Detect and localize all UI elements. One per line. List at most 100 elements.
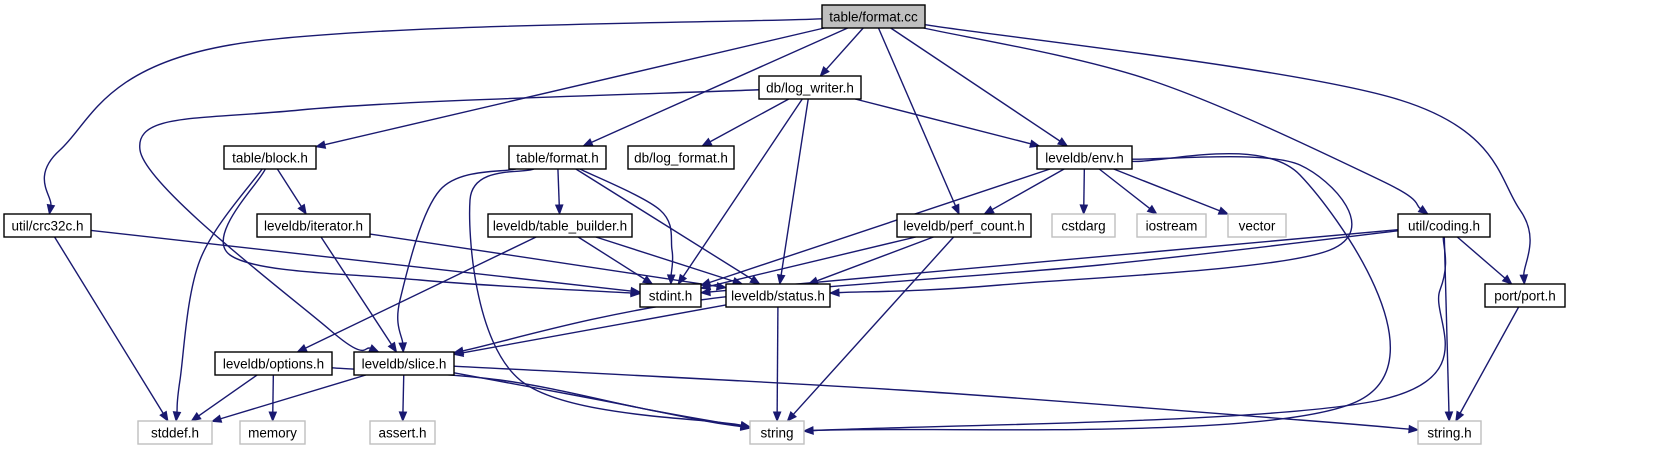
edge-util-coding-h-to-stdint-h [699,228,1399,297]
edge-layer [43,18,1531,435]
node-box [639,283,702,308]
edge-leveldb-slice-h-to-string-h [453,365,1420,434]
edge-leveldb-status-h-to-string [772,306,782,423]
arrowhead-icon [398,342,408,354]
node-leveldb-options-h[interactable]: leveldb/options.h [214,351,333,376]
node-box [1397,213,1491,238]
node-util-crc32c-h[interactable]: util/crc32c.h [3,213,92,238]
node-box [1051,213,1116,238]
node-label: leveldb/iterator.h [264,219,363,234]
arrowhead-icon [749,275,761,285]
edge-line [220,374,367,420]
edge-util-coding-h-to-leveldb-slice-h [452,230,1399,356]
edge-line [222,168,632,294]
edge-table-format-h-to-leveldb-table-builder-h [554,168,564,216]
edge-leveldb-slice-h-to-string [453,372,752,431]
edge-line [198,374,258,417]
edge-line [923,27,1421,210]
edge-line [709,236,916,287]
edge-leveldb-env-h-to-string [802,152,1392,435]
arrowhead-icon [641,275,654,285]
edge-table-format-cc-to-table-block-h [314,27,825,149]
node-leveldb-perf-count-h[interactable]: leveldb/perf_count.h [896,213,1032,238]
node-label: util/coding.h [1408,219,1480,234]
edge-line [591,27,849,143]
arrowhead-icon [172,411,182,423]
node-label: string.h [1427,426,1471,441]
node-leveldb-table-builder-h[interactable]: leveldb/table_builder.h [487,213,633,238]
node-label: leveldb/status.h [731,289,825,304]
edge-line [1459,306,1520,414]
edge-table-format-h-to-leveldb-status-h [575,168,761,285]
node-table-block-h[interactable]: table/block.h [223,145,317,170]
node-label: db/log_writer.h [766,81,854,96]
node-leveldb-status-h[interactable]: leveldb/status.h [725,283,831,308]
edge-db-log-writer-h-to-leveldb-env-h [854,98,1041,148]
arrowhead-icon [297,203,307,216]
edge-leveldb-env-h-to-cstdarg [1079,168,1089,216]
node-box [137,420,213,445]
node-leveldb-slice-h[interactable]: leveldb/slice.h [353,351,455,376]
edge-line [838,155,1353,294]
node-stdint-h[interactable]: stdint.h [639,283,702,308]
arrowhead-icon [387,341,398,354]
node-label: db/log_format.h [634,151,728,166]
edge-db-log-writer-h-to-leveldb-slice-h [139,89,760,353]
node-port-port-h[interactable]: port/port.h [1484,283,1566,308]
edge-line [1113,168,1220,212]
node-box [758,75,862,100]
edge-table-format-cc-to-db-log-writer-h [819,27,864,78]
arrowhead-icon [268,411,278,423]
node-label: util/crc32c.h [11,219,83,234]
arrowhead-icon [699,281,712,291]
node-box [1036,145,1133,170]
arrowhead-icon [786,411,797,422]
node-memory: memory [239,420,306,445]
node-util-coding-h[interactable]: util/coding.h [1397,213,1491,238]
edge-leveldb-perf-count-h-to-string [786,236,955,422]
node-table-format-cc[interactable]: table/format.cc [821,4,926,29]
arrowhead-icon [296,343,308,353]
edge-line [453,372,742,428]
edge-line [53,236,164,414]
node-label: leveldb/env.h [1045,151,1124,166]
edge-line [397,168,517,344]
arrowhead-icon [210,414,223,423]
edge-line [890,27,1061,142]
node-box [1417,420,1482,445]
arrowhead-icon [314,140,327,149]
edge-line [139,89,760,351]
node-leveldb-env-h[interactable]: leveldb/env.h [1036,145,1133,170]
edge-table-format-cc-to-port-port-h [924,23,1531,286]
arrowhead-icon [46,203,56,216]
node-label: stddef.h [151,426,199,441]
node-db-log-format-h[interactable]: db/log_format.h [627,145,735,170]
edge-line [709,98,790,143]
node-label: table/format.h [516,151,599,166]
edge-line [468,168,742,426]
edge-line [877,27,957,207]
edge-leveldb-env-h-to-iostream [1098,168,1158,215]
node-label: table/format.cc [829,10,918,25]
edge-table-block-h-to-leveldb-iterator-h [276,168,307,216]
node-label: cstdarg [1061,219,1105,234]
node-label: vector [1239,219,1276,234]
arrowhead-icon [1519,274,1529,286]
arrowhead-icon [739,422,752,431]
node-db-log-writer-h[interactable]: db/log_writer.h [758,75,862,100]
node-table-format-h[interactable]: table/format.h [508,145,607,170]
node-label: iostream [1146,219,1198,234]
edge-line [320,236,393,345]
node-leveldb-iterator-h[interactable]: leveldb/iterator.h [256,213,371,238]
edge-line [176,168,263,413]
node-label: leveldb/options.h [223,357,324,372]
edge-port-port-h-to-string-h [1455,306,1520,423]
edge-util-crc32c-h-to-stdint-h [90,229,642,296]
node-label: leveldb/perf_count.h [903,219,1025,234]
arrowhead-icon [1417,204,1429,215]
node-label: assert.h [378,426,426,441]
node-box [1227,213,1287,238]
arrowhead-icon [554,204,564,216]
node-label: leveldb/slice.h [362,357,447,372]
node-label: string [760,426,793,441]
